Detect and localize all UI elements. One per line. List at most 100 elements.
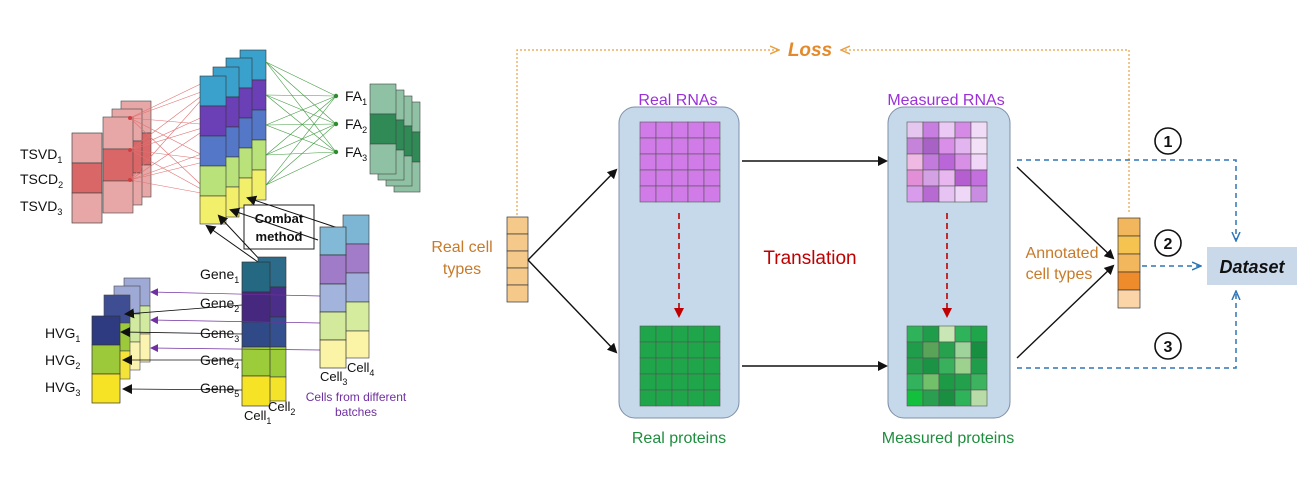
hvg-sheet-front (91, 315, 121, 404)
measured-rna-grid-cell (906, 137, 924, 155)
real-protein-grid-cell (687, 357, 705, 375)
measured-protein-grid-cell (938, 341, 956, 359)
real-protein-grid-cell (671, 373, 689, 391)
hvg-label-1: HVG1 (45, 325, 80, 344)
measured-protein-grid-cell (954, 373, 972, 391)
real-rna-grid-cell (703, 153, 721, 171)
real-protein-grid-cell (671, 357, 689, 375)
fa-label-1: FA1 (345, 88, 367, 107)
measured-rna-grid-cell (954, 137, 972, 155)
measured-rna-grid-cell (906, 169, 924, 187)
annotated-label-line2: cell types (1026, 266, 1093, 283)
measured-rna-grid-cell (922, 169, 940, 187)
batches-caption-line2: batches (335, 405, 377, 419)
real-protein-grid-cell (639, 341, 657, 359)
gene-to-hvg-arrows (120, 304, 243, 395)
real-protein-grid-cell (639, 357, 657, 375)
real-rna-grid-cell (687, 137, 705, 155)
real-rna-grid-cell (703, 169, 721, 187)
measured-protein-grid-cell (922, 325, 940, 343)
combat-label-line1: Combat (255, 211, 304, 226)
real-protein-grid-cell (703, 341, 721, 359)
real-protein-grid-cell (703, 325, 721, 343)
fa-connections (265, 61, 339, 186)
measured-protein-grid (906, 325, 988, 407)
measured-protein-grid-cell (906, 389, 924, 407)
measured-protein-grid-cell (954, 357, 972, 375)
dataset-paths (1017, 159, 1236, 369)
fa-sheet-front (369, 83, 397, 175)
measured-protein-grid-cell (906, 373, 924, 391)
real-rna-grid-cell (687, 169, 705, 187)
real-protein-grid-cell (703, 389, 721, 407)
tsvd-stack (71, 100, 152, 224)
measured-protein-grid-cell (954, 341, 972, 359)
real-protein-grid-cell (703, 373, 721, 391)
embedding-col-1 (199, 75, 227, 225)
real-rna-grid-cell (687, 153, 705, 171)
real-protein-grid-cell (671, 389, 689, 407)
real-protein-grid-cell (687, 389, 705, 407)
gene-label-1: Gene1 (200, 266, 239, 285)
tsvd-sheet-mid1 (102, 116, 134, 214)
measured-protein-grid-cell (970, 357, 988, 375)
gene-cell-stack (241, 256, 287, 407)
measured-rna-grid-cell (970, 137, 988, 155)
measured-rna-grid-cell (938, 169, 956, 187)
cell-batch-stack (319, 214, 370, 369)
tsvd-label-3: TSVD3 (20, 198, 62, 217)
measured-panel: Measured RNAs Measured proteins (882, 92, 1015, 447)
to-annotated-arrows (1016, 166, 1115, 359)
hvg-stack (91, 277, 151, 404)
hvg-label-2: HVG2 (45, 352, 80, 371)
dataset-label: Dataset (1219, 257, 1285, 277)
fa-label-3: FA3 (345, 144, 367, 163)
measured-protein-grid-cell (970, 325, 988, 343)
measured-protein-grid-cell (922, 373, 940, 391)
real-panel: Real RNAs Real proteins (618, 92, 740, 447)
cell-label-1: Cell1 (244, 408, 271, 426)
real-rna-grid-cell (655, 185, 673, 203)
real-rna-grid (639, 121, 721, 203)
real-cell-types-label-line1: Real cell (431, 239, 492, 256)
fa-stack (369, 83, 421, 193)
real-protein-grid-cell (687, 373, 705, 391)
to-embedding-arrows (205, 195, 345, 263)
measured-protein-grid-cell (954, 389, 972, 407)
measured-rna-grid-cell (970, 169, 988, 187)
cell-label-2: Cell2 (268, 399, 295, 417)
real-protein-grid-cell (639, 325, 657, 343)
measured-protein-grid-cell (938, 373, 956, 391)
cell-type-branch-arrows (527, 168, 618, 354)
measured-protein-grid-cell (970, 389, 988, 407)
hvg-label-3: HVG3 (45, 379, 80, 398)
feature-extraction-panel: TSVD1 TSCD2 TSVD3 (20, 49, 421, 426)
loss-loop (516, 50, 1130, 215)
measured-rna-grid-cell (954, 121, 972, 139)
loss-label: Loss (788, 40, 832, 61)
measured-rna-grid (906, 121, 988, 203)
real-rna-grid-cell (671, 153, 689, 171)
annotated-label-line1: Annotated (1026, 245, 1099, 262)
measured-protein-grid-cell (938, 325, 956, 343)
annotated-cell-types-vector (1117, 217, 1141, 309)
real-protein-grid-cell (687, 341, 705, 359)
real-protein-grid-cell (655, 357, 673, 375)
measured-protein-grid-cell (938, 357, 956, 375)
cell-1-column (241, 261, 271, 407)
real-protein-grid-cell (687, 325, 705, 343)
measured-rna-grid-cell (906, 121, 924, 139)
cells-to-hvg-arrows (150, 288, 321, 353)
step-2-badge: 2 (1154, 229, 1182, 257)
real-rna-grid-cell (655, 137, 673, 155)
real-protein-grid-cell (655, 373, 673, 391)
real-protein-grid-cell (655, 341, 673, 359)
real-rna-grid-cell (639, 169, 657, 187)
measured-protein-grid-cell (906, 357, 924, 375)
real-rna-grid-cell (671, 169, 689, 187)
measured-proteins-label: Measured proteins (882, 430, 1015, 447)
tsvd-label-1: TSVD1 (20, 146, 62, 165)
measured-rna-grid-cell (922, 121, 940, 139)
real-protein-grid (639, 325, 721, 407)
